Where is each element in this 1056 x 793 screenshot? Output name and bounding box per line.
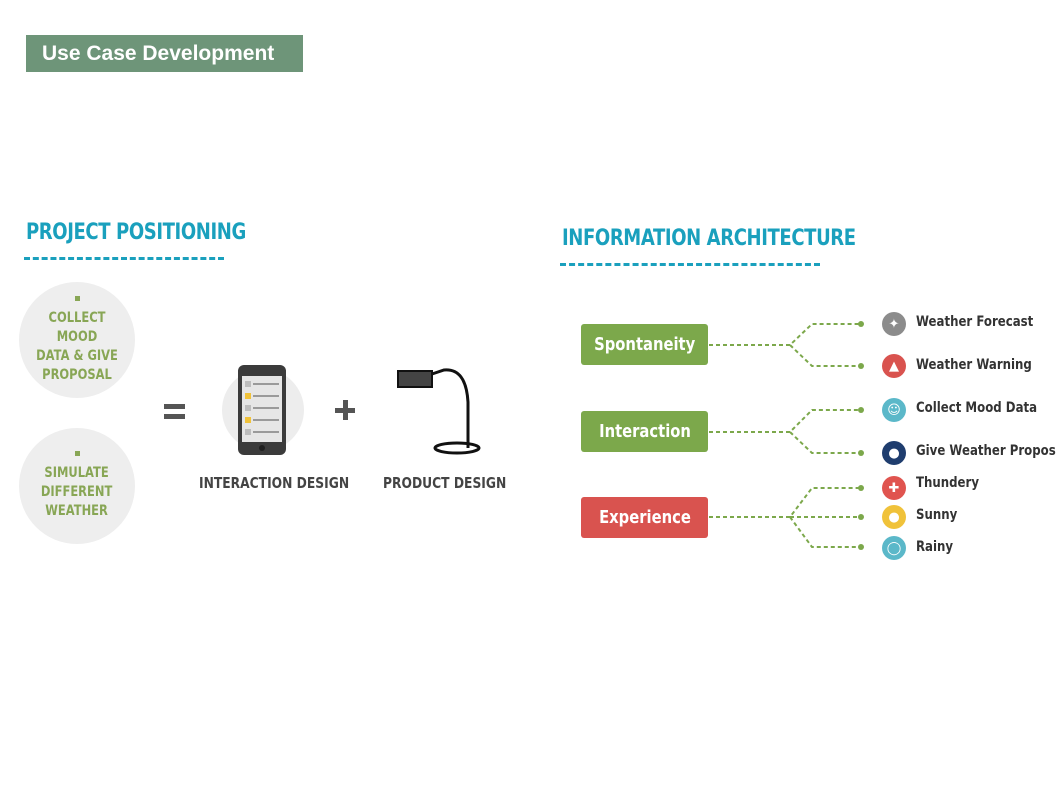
- information-architecture-title: INFORMATION ARCHITECTURE: [562, 226, 856, 251]
- equals-sign: [164, 402, 185, 422]
- bullet-marker: [74, 451, 80, 456]
- connector-dot: [858, 363, 864, 369]
- rain-icon: ◯: [882, 536, 906, 560]
- category-spontaneity: Spontaneity: [581, 324, 708, 365]
- category-experience-label: Experience: [598, 507, 691, 528]
- page-title: Use Case Development: [26, 35, 303, 72]
- product-design-label: PRODUCT DESIGN: [383, 474, 507, 492]
- leaf-weather-forecast: Weather Forecast: [916, 314, 1034, 330]
- connector-dot: [858, 450, 864, 456]
- interaction-design-label: INTERACTION DESIGN: [199, 474, 350, 492]
- connector-dot: [858, 544, 864, 550]
- leaf-collect-mood-data: Collect Mood Data: [916, 400, 1038, 416]
- leaf-rainy: Rainy: [916, 539, 954, 555]
- person-icon: ●: [882, 441, 906, 465]
- mood-icon: ☺: [882, 398, 906, 422]
- plus-sign: [335, 400, 355, 420]
- category-interaction: Interaction: [581, 411, 708, 452]
- interaction-design-icon: [221, 364, 305, 456]
- connector-dot: [858, 407, 864, 413]
- project-positioning-title: PROJECT POSITIONING: [26, 220, 246, 245]
- information-architecture-underline: [560, 263, 820, 266]
- connector-experience-thundery: [709, 487, 860, 518]
- connector-dot: [858, 485, 864, 491]
- compass-icon: ✦: [882, 312, 906, 336]
- connector-spontaneity-warning: [789, 344, 860, 367]
- connector-dot: [858, 321, 864, 327]
- goal-circle-weather-text: SIMULATE DIFFERENT WEATHER: [41, 465, 113, 519]
- goal-circle-mood-text: COLLECT MOOD DATA & GIVE PROPOSAL: [36, 309, 118, 383]
- category-spontaneity-label: Spontaneity: [593, 334, 696, 355]
- project-positioning-underline: [24, 257, 224, 260]
- goal-circle-weather: SIMULATE DIFFERENT WEATHER: [19, 428, 135, 544]
- thunder-icon: ✚: [882, 476, 906, 500]
- connector-dot: [858, 514, 864, 520]
- category-interaction-label: Interaction: [598, 421, 691, 442]
- connector-experience-rainy: [789, 516, 860, 548]
- sun-icon: ●: [882, 505, 906, 529]
- category-experience: Experience: [581, 497, 708, 538]
- bell-icon: ▲: [882, 354, 906, 378]
- product-design-icon: [396, 362, 482, 458]
- connector-spontaneity-forecast: [709, 323, 860, 346]
- leaf-weather-warning: Weather Warning: [916, 357, 1032, 373]
- goal-circle-mood: COLLECT MOOD DATA & GIVE PROPOSAL: [19, 282, 135, 398]
- leaf-thundery: Thundery: [916, 475, 979, 491]
- connector-interaction-mood: [709, 409, 860, 433]
- connector-interaction-proposal: [789, 431, 860, 454]
- leaf-sunny: Sunny: [916, 507, 958, 523]
- bullet-marker: [74, 295, 80, 301]
- leaf-give-weather-proposal: Give Weather Proposal: [916, 443, 1056, 459]
